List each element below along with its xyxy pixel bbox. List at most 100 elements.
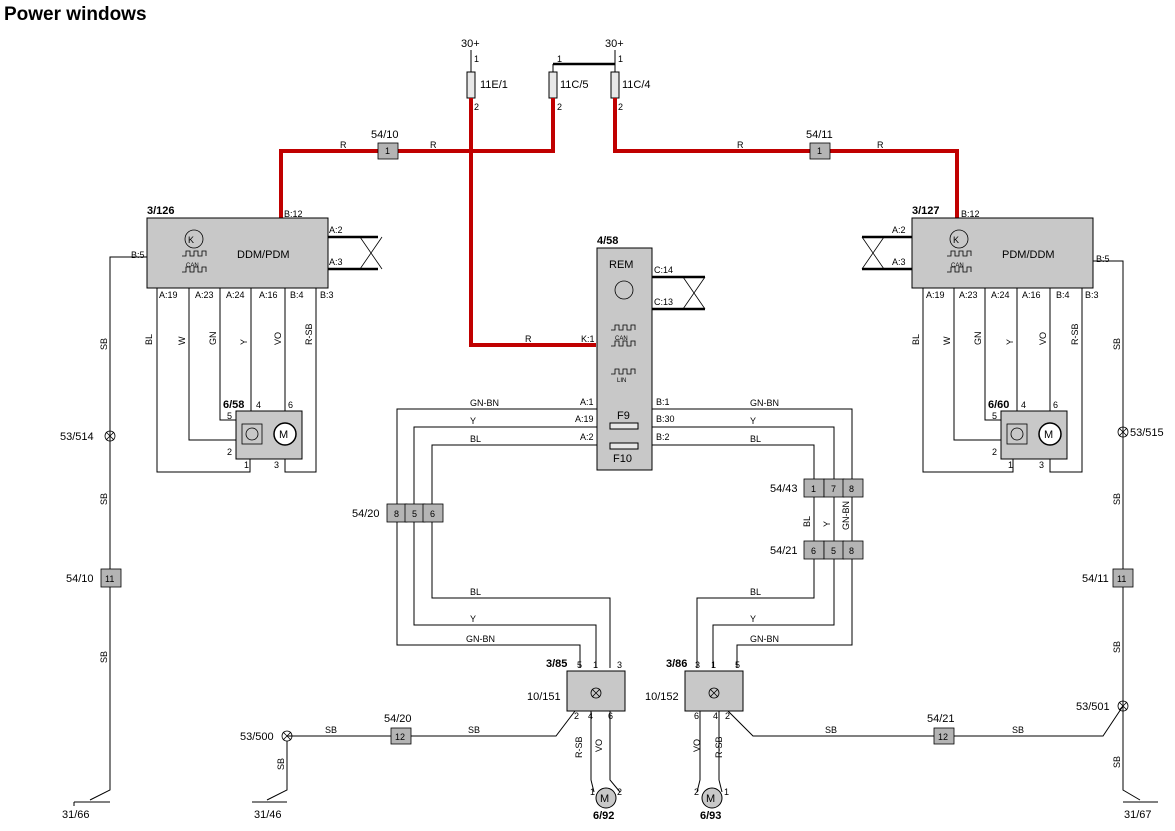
svg-text:3: 3 [617, 660, 622, 670]
svg-text:6: 6 [288, 400, 293, 410]
svg-text:VO: VO [273, 332, 283, 345]
svg-text:BL: BL [470, 434, 481, 444]
svg-text:2: 2 [992, 447, 997, 457]
svg-text:CAN: CAN [186, 263, 199, 269]
svg-text:M: M [600, 793, 609, 805]
svg-text:A:24: A:24 [991, 290, 1010, 300]
svg-text:B:12: B:12 [284, 209, 303, 219]
svg-text:8: 8 [849, 484, 854, 494]
svg-text:A:19: A:19 [926, 290, 945, 300]
svg-text:2: 2 [227, 447, 232, 457]
svg-text:BL: BL [470, 587, 481, 597]
svg-text:Y: Y [470, 614, 476, 624]
svg-text:LIN: LIN [617, 378, 626, 384]
svg-text:B:5: B:5 [1096, 254, 1110, 264]
svg-text:1: 1 [593, 660, 598, 670]
svg-text:BL: BL [750, 587, 761, 597]
fuse-11c4-label: 11C/4 [622, 79, 651, 91]
svg-text:R-SB: R-SB [1070, 323, 1080, 345]
svg-text:5: 5 [735, 660, 740, 670]
svg-text:VO: VO [1038, 332, 1048, 345]
rem-module [596, 247, 653, 471]
svg-text:R-SB: R-SB [574, 736, 584, 758]
svg-text:B:5: B:5 [131, 250, 145, 260]
fuse-11c5 [548, 71, 558, 99]
svg-text:A:2: A:2 [329, 225, 343, 235]
svg-text:1: 1 [817, 146, 822, 156]
svg-text:12: 12 [938, 732, 948, 742]
can-signal-icon [182, 250, 207, 257]
svg-text:53/515: 53/515 [1130, 427, 1164, 439]
svg-text:10/152: 10/152 [645, 691, 679, 703]
svg-text:5: 5 [992, 411, 997, 421]
svg-text:R: R [430, 140, 437, 150]
svg-text:3/127: 3/127 [912, 205, 940, 217]
svg-text:A:2: A:2 [892, 225, 906, 235]
svg-text:Y: Y [822, 521, 832, 527]
svg-text:C:14: C:14 [654, 265, 673, 275]
svg-text:B:12: B:12 [961, 209, 980, 219]
svg-text:11: 11 [105, 574, 114, 584]
svg-text:GN-BN: GN-BN [750, 398, 779, 408]
svg-text:A:2: A:2 [580, 432, 594, 442]
svg-text:54/11: 54/11 [806, 129, 833, 141]
svg-text:1: 1 [1008, 460, 1013, 470]
svg-text:B:30: B:30 [656, 414, 675, 424]
svg-text:F9: F9 [617, 410, 630, 422]
page-title: Power windows [4, 4, 147, 25]
svg-text:SB: SB [1012, 725, 1024, 735]
svg-text:A:16: A:16 [259, 290, 278, 300]
svg-text:R: R [737, 140, 744, 150]
svg-text:5: 5 [227, 411, 232, 421]
svg-text:SB: SB [468, 725, 480, 735]
svg-text:SB: SB [825, 725, 837, 735]
svg-text:54/21: 54/21 [927, 713, 955, 725]
svg-text:R: R [340, 140, 347, 150]
svg-text:K:1: K:1 [581, 334, 595, 344]
svg-text:6: 6 [608, 711, 613, 721]
svg-text:A:3: A:3 [329, 257, 343, 267]
transistor-icon [184, 229, 204, 249]
svg-text:B:4: B:4 [1056, 290, 1070, 300]
svg-text:2: 2 [574, 711, 579, 721]
fuse-f10 [609, 442, 639, 450]
svg-text:W: W [942, 336, 952, 345]
svg-text:B:3: B:3 [320, 290, 334, 300]
fuse-11c5-label: 11C/5 [560, 79, 589, 91]
svg-text:M: M [1044, 429, 1053, 441]
svg-text:GN-BN: GN-BN [466, 634, 495, 644]
svg-text:6/93: 6/93 [700, 810, 721, 822]
svg-text:SB: SB [1112, 641, 1122, 653]
svg-text:54/10: 54/10 [66, 573, 94, 585]
svg-text:53/514: 53/514 [60, 431, 94, 443]
connector-54-20-label: 54/20 [352, 508, 380, 520]
svg-text:4: 4 [1021, 400, 1026, 410]
svg-text:R: R [525, 334, 532, 344]
switch-3-86 [684, 670, 744, 712]
svg-text:B:4: B:4 [290, 290, 304, 300]
svg-text:M: M [279, 429, 288, 441]
svg-text:B:3: B:3 [1085, 290, 1099, 300]
svg-text:2: 2 [694, 787, 699, 797]
supply-label-left: 30+ [461, 38, 480, 50]
svg-text:A:1: A:1 [580, 397, 594, 407]
wire-r-rem [469, 98, 596, 347]
svg-text:GN: GN [973, 332, 983, 346]
svg-text:BL: BL [144, 334, 154, 345]
svg-text:5: 5 [577, 660, 582, 670]
svg-text:SB: SB [99, 651, 109, 663]
svg-text:W: W [177, 336, 187, 345]
svg-text:6: 6 [430, 509, 435, 519]
svg-text:A:23: A:23 [959, 290, 978, 300]
fuse-f9 [609, 422, 639, 430]
svg-text:A:16: A:16 [1022, 290, 1041, 300]
fuse-11e1 [466, 71, 476, 99]
svg-text:2: 2 [618, 102, 623, 112]
svg-text:1: 1 [711, 660, 716, 670]
svg-text:M: M [706, 793, 715, 805]
svg-text:BL: BL [750, 434, 761, 444]
svg-text:6: 6 [694, 711, 699, 721]
svg-text:1: 1 [244, 460, 249, 470]
svg-text:3: 3 [695, 660, 700, 670]
svg-text:A:24: A:24 [226, 290, 245, 300]
